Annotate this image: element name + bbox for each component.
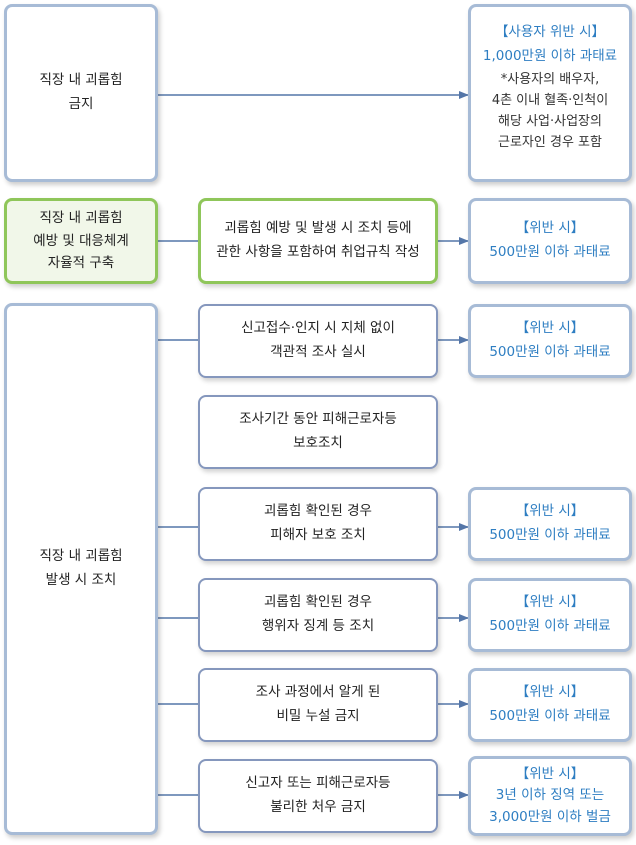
left-box-harassment-ban: 직장 내 괴롭힘 금지 <box>4 4 158 182</box>
action-line: 객관적 조사 실시 <box>270 344 366 360</box>
penalty-box-ban: 【사용자 위반 시】 1,000만원 이하 과태료 *사용자의 배우자, 4촌 … <box>468 4 632 182</box>
penalty-box-victim-protection: 【위반 시】 500만원 이하 과태료 <box>468 487 632 561</box>
left-box-measures: 직장 내 괴롭힘 발생 시 조치 <box>4 303 158 835</box>
action-line: 피해자 보호 조치 <box>270 527 366 543</box>
penalty-line: 500만원 이하 과태료 <box>489 244 611 260</box>
penalty-line: 【위반 시】 <box>515 684 585 701</box>
action-box-no-retaliation: 신고자 또는 피해근로자등 불리한 처우 금지 <box>198 759 438 833</box>
penalty-box-no-retaliation: 【위반 시】 3년 이하 징역 또는 3,000만원 이하 벌금 <box>468 756 632 836</box>
action-line: 신고접수·인지 시 지체 없이 <box>241 320 395 337</box>
penalty-box-investigation: 【위반 시】 500만원 이하 과태료 <box>468 304 632 378</box>
left-box-prevention: 직장 내 괴롭힘 예방 및 대응체계 자율적 구축 <box>4 198 158 284</box>
left-box-line: 금지 <box>68 96 94 112</box>
note-line: 해당 사업·사업장의 <box>498 113 602 129</box>
action-line: 신고자 또는 피해근로자등 <box>245 775 391 792</box>
left-box-line: 발생 시 조치 <box>45 572 117 588</box>
penalty-line: 【위반 시】 <box>515 320 585 337</box>
penalty-line: 【위반 시】 <box>515 594 585 611</box>
action-line: 괴롭힘 확인된 경우 <box>264 594 372 611</box>
penalty-line: 【위반 시】 <box>515 220 585 237</box>
action-line: 조사 과정에서 알게 된 <box>255 684 381 701</box>
action-line: 보호조치 <box>293 435 343 451</box>
action-line: 불리한 처우 금지 <box>270 799 366 815</box>
left-box-line: 예방 및 대응체계 <box>33 232 129 249</box>
action-box-protection-during-investigation: 조사기간 동안 피해근로자등 보호조치 <box>198 395 438 469</box>
penalty-note: *사용자의 배우자, 4촌 이내 혈족·인척이 해당 사업·사업장의 근로자인 … <box>492 70 608 153</box>
note-line: 4촌 이내 혈족·인척이 <box>491 93 609 109</box>
penalty-box-confidentiality: 【위반 시】 500만원 이하 과태료 <box>468 668 632 742</box>
left-box-line: 직장 내 괴롭힘 <box>39 209 123 226</box>
note-line: 근로자인 경우 포함 <box>498 134 602 150</box>
action-line: 관한 사항을 포함하여 취업규칙 작성 <box>216 244 420 260</box>
action-box-work-rules: 괴롭힘 예방 및 발생 시 조치 등에 관한 사항을 포함하여 취업규칙 작성 <box>198 198 438 284</box>
action-line: 괴롭힘 확인된 경우 <box>264 503 372 520</box>
action-line: 조사기간 동안 피해근로자등 <box>239 411 397 428</box>
penalty-line: 【위반 시】 <box>515 765 585 782</box>
penalty-line: 500만원 이하 과태료 <box>489 344 611 360</box>
penalty-line: 3년 이하 징역 또는 <box>495 787 605 804</box>
penalty-line: 1,000만원 이하 과태료 <box>482 47 618 64</box>
penalty-line: 【사용자 위반 시】 <box>494 24 606 40</box>
penalty-line: 500만원 이하 과태료 <box>489 527 611 543</box>
action-box-confidentiality: 조사 과정에서 알게 된 비밀 누설 금지 <box>198 668 438 742</box>
action-line: 행위자 징계 등 조치 <box>261 618 375 634</box>
left-box-line: 자율적 구축 <box>47 255 115 272</box>
penalty-line: 【위반 시】 <box>515 503 585 520</box>
action-box-investigation: 신고접수·인지 시 지체 없이 객관적 조사 실시 <box>198 304 438 378</box>
action-line: 비밀 누설 금지 <box>276 708 360 724</box>
left-box-line: 직장 내 괴롭힘 <box>39 548 123 565</box>
left-box-line: 직장 내 괴롭힘 <box>39 72 123 89</box>
penalty-box-perpetrator-discipline: 【위반 시】 500만원 이하 과태료 <box>468 578 632 652</box>
action-box-victim-protection: 괴롭힘 확인된 경우 피해자 보호 조치 <box>198 487 438 561</box>
note-line: *사용자의 배우자, <box>500 72 600 88</box>
penalty-box-prevention: 【위반 시】 500만원 이하 과태료 <box>468 198 632 284</box>
penalty-line: 500만원 이하 과태료 <box>489 708 611 724</box>
action-box-perpetrator-discipline: 괴롭힘 확인된 경우 행위자 징계 등 조치 <box>198 578 438 652</box>
penalty-line: 3,000만원 이하 벌금 <box>489 808 611 825</box>
penalty-line: 500만원 이하 과태료 <box>489 618 611 634</box>
action-line: 괴롭힘 예방 및 발생 시 조치 등에 <box>224 220 412 237</box>
